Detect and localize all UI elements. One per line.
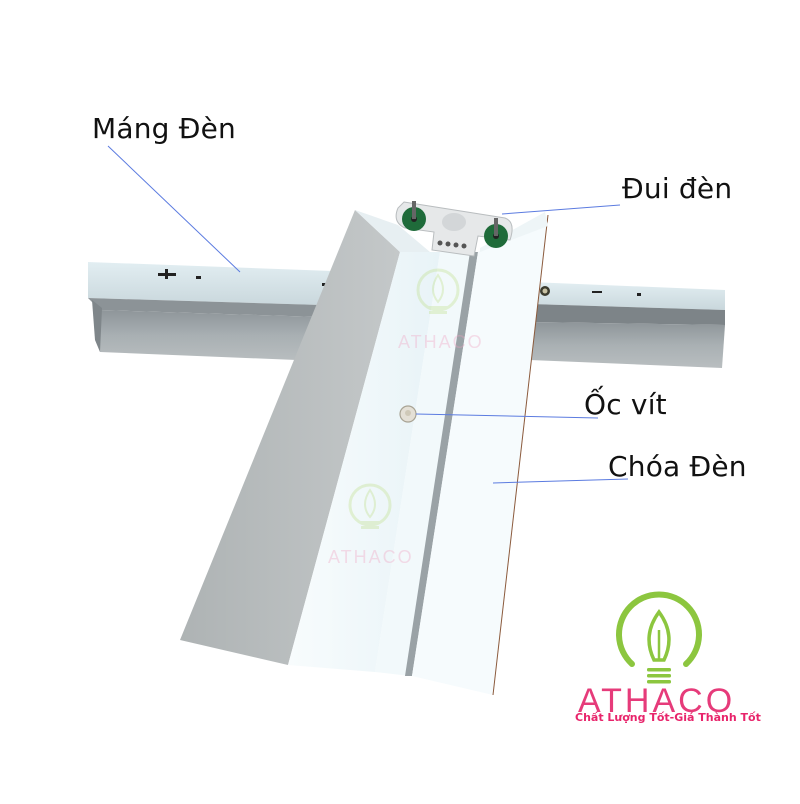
watermark-top: ATHACO [398, 268, 484, 352]
label-choa-den: Chóa Đèn [608, 450, 747, 483]
screw [399, 405, 417, 423]
svg-text:ATHACO: ATHACO [328, 547, 414, 567]
label-dui-den: Đui đèn [622, 172, 733, 205]
reflector [180, 210, 549, 696]
leader-dui-den [501, 204, 621, 215]
leader-mang-den [107, 145, 241, 273]
watermark-bottom: ATHACO [328, 483, 414, 567]
brand-name: ATHACO [578, 682, 736, 720]
leader-lines [107, 145, 629, 484]
rail-left [88, 262, 360, 362]
lamp-socket [395, 201, 513, 257]
svg-text:ATHACO: ATHACO [398, 332, 484, 352]
leader-oc-vit [415, 413, 599, 419]
brand-logo-icon [616, 591, 702, 684]
leader-choa-den [492, 478, 629, 484]
label-oc-vit: Ốc vít [584, 388, 667, 421]
label-mang-den: Máng Đèn [92, 112, 237, 145]
brand-slogan: Chất Lượng Tốt-Giá Thành Tốt [575, 711, 761, 724]
rail-right [530, 282, 725, 368]
